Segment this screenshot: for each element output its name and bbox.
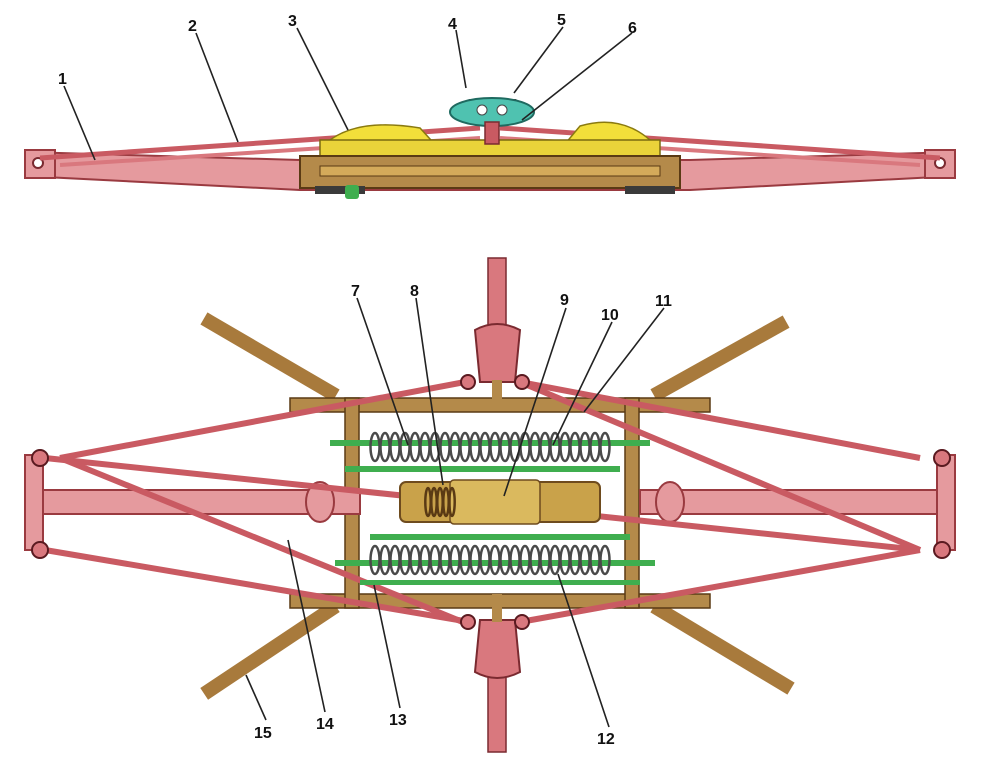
wood-beam-sw xyxy=(200,600,340,700)
base-foot-left xyxy=(315,186,365,194)
carriage-roller-left xyxy=(476,104,488,116)
callout-label: 14 xyxy=(316,716,334,733)
spring-coil xyxy=(448,486,456,518)
rod-n-se xyxy=(518,379,922,553)
spring-coil xyxy=(459,431,471,463)
base-fitting xyxy=(345,185,359,199)
spring-coil xyxy=(489,431,501,463)
wood-beam-nw xyxy=(200,312,340,402)
spring-coil xyxy=(369,431,381,463)
right-end-bar xyxy=(936,454,956,551)
callout-label: 11 xyxy=(655,293,672,310)
bottom-yoke xyxy=(473,619,522,679)
left-pivot xyxy=(32,157,44,169)
callout-label: 5 xyxy=(557,12,566,29)
spring-coil xyxy=(419,431,431,463)
callouts: 1 2 3 4 5 6 7 8 9 10 11 12 13 14 15 xyxy=(58,12,672,748)
joint-n-left xyxy=(460,374,476,390)
callout-label: 7 xyxy=(351,283,360,300)
green-rod-4 xyxy=(335,560,655,566)
joint-nw xyxy=(31,449,49,467)
spring-coil xyxy=(569,431,581,463)
callout-label: 6 xyxy=(628,20,637,37)
carriage-roller-right xyxy=(496,104,508,116)
base-foot-right xyxy=(625,186,675,194)
spring-coil xyxy=(579,431,591,463)
callout-label: 12 xyxy=(597,731,615,748)
spring-coil xyxy=(549,431,561,463)
spring-coil xyxy=(479,431,491,463)
joint-sw xyxy=(31,541,49,559)
rod-sw-s xyxy=(44,547,471,625)
rod-n-ne xyxy=(519,379,921,461)
green-rod-3 xyxy=(370,534,630,540)
callout-label: 9 xyxy=(560,292,569,309)
joint-se xyxy=(933,541,951,559)
wood-beam-se xyxy=(650,600,795,695)
spring-coil xyxy=(559,431,571,463)
tube-collar-left xyxy=(305,481,335,523)
rod-nw-s xyxy=(58,455,472,628)
main-tube-right xyxy=(639,489,956,515)
joint-s-left xyxy=(460,614,476,630)
callout-label: 8 xyxy=(410,283,419,300)
callout-label: 4 xyxy=(448,16,457,33)
spring-coil xyxy=(449,431,461,463)
spring-coil xyxy=(599,431,611,463)
spring-coil xyxy=(589,431,601,463)
spring-upper xyxy=(369,431,611,463)
spring-coil xyxy=(439,431,451,463)
green-rod-5 xyxy=(360,580,640,585)
callout-label: 3 xyxy=(288,13,297,30)
spring-coil xyxy=(509,431,521,463)
small-spring xyxy=(424,486,456,518)
plan-view xyxy=(24,257,956,753)
top-yoke xyxy=(473,323,522,383)
callout-label: 1 xyxy=(58,71,67,88)
callout-label: 2 xyxy=(188,18,197,35)
spring-coil xyxy=(389,431,401,463)
rod-nw-n xyxy=(59,379,466,461)
cylinder-body xyxy=(449,479,541,525)
joint-ne xyxy=(933,449,951,467)
green-rod-2 xyxy=(345,466,620,472)
spring-coil xyxy=(379,431,391,463)
joint-s-right xyxy=(514,614,530,630)
wood-beam-ne xyxy=(650,315,790,402)
spring-coil xyxy=(519,431,531,463)
spring-lower xyxy=(369,544,611,576)
spring-coil xyxy=(499,431,511,463)
bottom-yoke-stem xyxy=(492,594,502,622)
tube-collar-right xyxy=(655,481,685,523)
spring-coil xyxy=(599,544,611,576)
carriage-post xyxy=(484,121,500,145)
spring-coil xyxy=(469,431,481,463)
left-end-bar xyxy=(24,454,44,551)
side-view xyxy=(24,97,956,199)
spring-coil xyxy=(409,431,421,463)
spring-coil xyxy=(539,431,551,463)
callout-label: 15 xyxy=(254,725,272,742)
callout-label: 13 xyxy=(389,712,407,729)
base-rail xyxy=(319,165,661,177)
joint-n-right xyxy=(514,374,530,390)
rod-s-se xyxy=(519,547,921,625)
top-yoke-stem xyxy=(492,380,502,410)
callout-label: 10 xyxy=(601,307,619,324)
spring-coil xyxy=(529,431,541,463)
